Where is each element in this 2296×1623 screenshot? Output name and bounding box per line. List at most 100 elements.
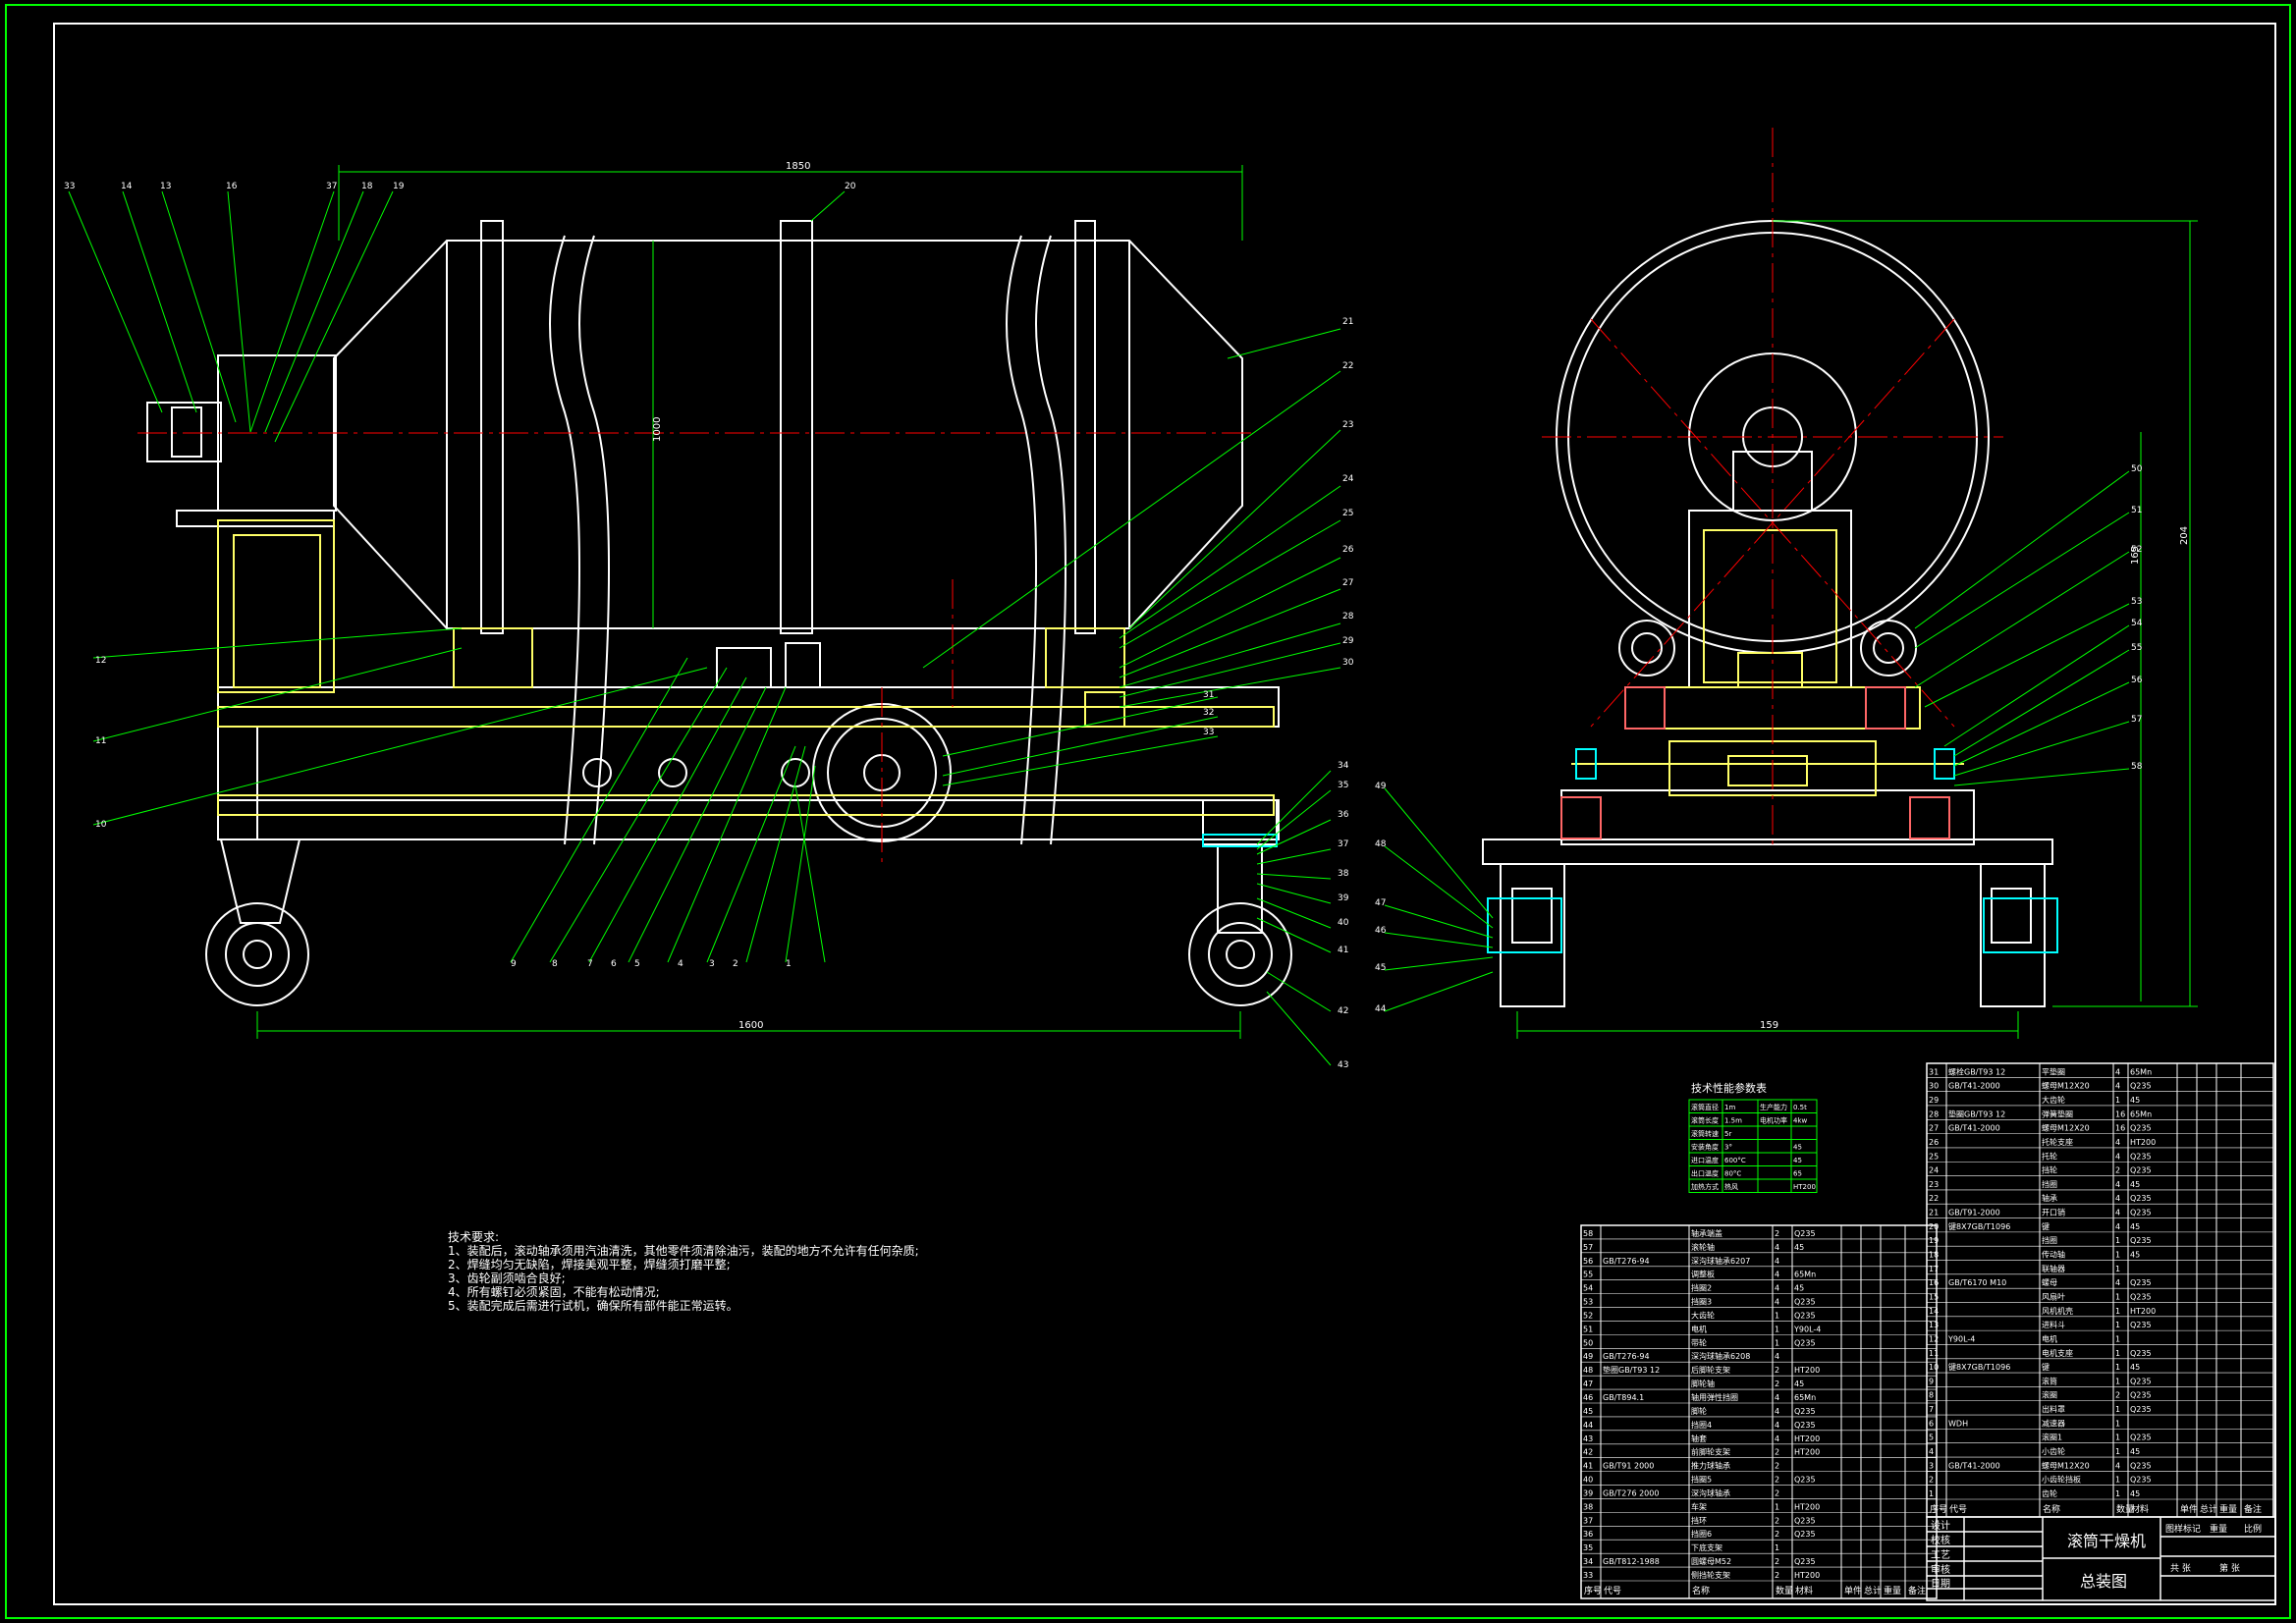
bom-cell: 5: [1929, 1434, 1934, 1442]
callout-24: 24: [1342, 474, 1354, 484]
bom-cell: 44: [1583, 1421, 1593, 1430]
bom-cell: 57: [1583, 1243, 1593, 1252]
bom-cell: GB/T41-2000: [1948, 1124, 2000, 1133]
bom-cell: 4: [1775, 1271, 1779, 1279]
perf-cell: HT200: [1793, 1183, 1816, 1191]
callout-8: 8: [552, 959, 558, 969]
callout-7: 7: [587, 959, 593, 969]
bom-cell: 1: [2115, 1405, 2120, 1414]
perf-cell: 45: [1793, 1144, 1802, 1152]
bom-cell: 7: [1929, 1405, 1934, 1414]
callout-28: 28: [1342, 612, 1354, 622]
perf-cell: 安装角度: [1691, 1143, 1719, 1152]
bom-cell: 脚轮: [1691, 1406, 1707, 1416]
bom-cell: 垫圈GB/T93 12: [1603, 1365, 1660, 1375]
callout-12: 12: [95, 656, 106, 666]
bom-cell: 挡圈4: [1691, 1420, 1712, 1430]
bom-cell: GB/T894.1: [1603, 1393, 1644, 1402]
bom-cell: Q235: [2130, 1405, 2152, 1414]
bom-cell: 减速器: [2042, 1418, 2065, 1428]
bom-cell: 挡圈3: [1691, 1297, 1712, 1307]
perf-cell: 5r: [1724, 1130, 1731, 1138]
bom-cell: 2: [1775, 1229, 1779, 1238]
tech-req-item: 3、齿轮副须啮合良好;: [448, 1271, 566, 1285]
bom-cell: 2: [1775, 1462, 1779, 1471]
bom-cell: 4: [2115, 1222, 2120, 1231]
callout-48: 48: [1375, 839, 1387, 849]
bom-cell: Q235: [1794, 1516, 1816, 1525]
side-hidden-lines: [1571, 529, 1964, 796]
perf-cell: 0.5t: [1793, 1104, 1807, 1111]
bom-cell: 30: [1929, 1082, 1939, 1091]
callout-43: 43: [1338, 1060, 1348, 1070]
bom-cell: 2: [1775, 1557, 1779, 1566]
callout-6: 6: [611, 959, 617, 969]
callout-56: 56: [2131, 676, 2143, 685]
bom-header-cell: 总计: [2200, 1503, 2217, 1515]
bom-cell: 10: [1929, 1363, 1939, 1372]
bom-cell: Y90L-4: [1947, 1334, 1975, 1343]
bom-cell: 1: [2115, 1321, 2120, 1329]
bom-cell: 25: [1929, 1152, 1939, 1161]
bom-cell: 小齿轮: [2042, 1446, 2065, 1456]
bom-cell: 16: [1929, 1278, 1939, 1287]
callout-41: 41: [1338, 946, 1348, 955]
bom-cell: 挡圈2: [1691, 1283, 1712, 1293]
bom-cell: 21: [1929, 1209, 1939, 1217]
callout-36: 36: [1338, 810, 1349, 820]
bom-cell: Q235: [2130, 1476, 2152, 1485]
bom-cell: 2: [1775, 1571, 1779, 1580]
callout-42: 42: [1338, 1006, 1348, 1016]
bom-cell: 4: [2115, 1278, 2120, 1287]
bom-cell: 56: [1583, 1257, 1593, 1266]
outer-frame: [5, 4, 2291, 1619]
bom-cell: 1: [1775, 1325, 1779, 1333]
bom-cell: 挡圈: [2042, 1179, 2057, 1189]
bom-cell: GB/T41-2000: [1948, 1461, 2000, 1470]
bom-cell: HT200: [1794, 1448, 1820, 1457]
bom-cell: 43: [1583, 1434, 1593, 1443]
callout-54: 54: [2131, 619, 2143, 628]
bom-cell: 深沟球轴承6207: [1691, 1256, 1750, 1266]
bom-cell: GB/T41-2000: [1948, 1082, 2000, 1091]
callout-22: 22: [1342, 361, 1353, 371]
perf-table-title: 技术性能参数表: [1691, 1081, 1767, 1095]
bom-cell: HT200: [1794, 1434, 1820, 1443]
callout-51: 51: [2131, 506, 2142, 515]
perf-cell: 1m: [1724, 1104, 1735, 1111]
dim-side-height: 204: [2179, 526, 2190, 545]
bom-cell: Q235: [2130, 1194, 2152, 1203]
bom-cell: Q235: [1794, 1229, 1816, 1238]
tb-scale-label-2: 比例: [2244, 1523, 2262, 1535]
perf-cell: 出口温度: [1691, 1169, 1719, 1178]
callout-26: 26: [1342, 545, 1354, 555]
bom-cell: WDH: [1948, 1419, 1968, 1428]
bom-cell: 45: [2130, 1222, 2140, 1231]
bom-cell: 挡环: [1691, 1515, 1707, 1525]
bom-header-cell: 单件: [1844, 1585, 1862, 1596]
callout-27: 27: [1342, 578, 1353, 588]
dim-drum-dia: 1000: [652, 417, 663, 442]
bom-cell: Q235: [2130, 1236, 2152, 1245]
tb-label-process: 工艺: [1931, 1549, 1950, 1561]
bom-cell: 9: [1929, 1377, 1934, 1385]
bom-cell: 4: [2115, 1067, 2120, 1076]
bom-cell: Q235: [2130, 1391, 2152, 1400]
title-block: [1926, 1516, 2276, 1601]
callout-2: 2: [733, 959, 738, 969]
tech-req-item: 5、装配完成后需进行试机，确保所有部件能正常运转。: [448, 1299, 738, 1313]
callout-29: 29: [1342, 636, 1354, 646]
bom-cell: 2: [1775, 1516, 1779, 1525]
bom-cell: 键8X7GB/T1096: [1948, 1362, 2010, 1372]
bom-cell: 65Mn: [1794, 1271, 1816, 1279]
bom-cell: 1: [2115, 1377, 2120, 1385]
bom-cell: 调整板: [1691, 1270, 1715, 1279]
bom-header-cell: 序号: [1584, 1585, 1602, 1596]
bom-cell: 36: [1583, 1530, 1593, 1539]
bom-cell: 1: [2115, 1292, 2120, 1301]
bom-cell: 1: [2115, 1419, 2120, 1428]
callout-19: 19: [393, 182, 405, 191]
bom-cell: Y90L-4: [1793, 1325, 1821, 1333]
callout-11: 11: [95, 736, 106, 746]
bom-cell: 风扇叶: [2042, 1291, 2065, 1301]
